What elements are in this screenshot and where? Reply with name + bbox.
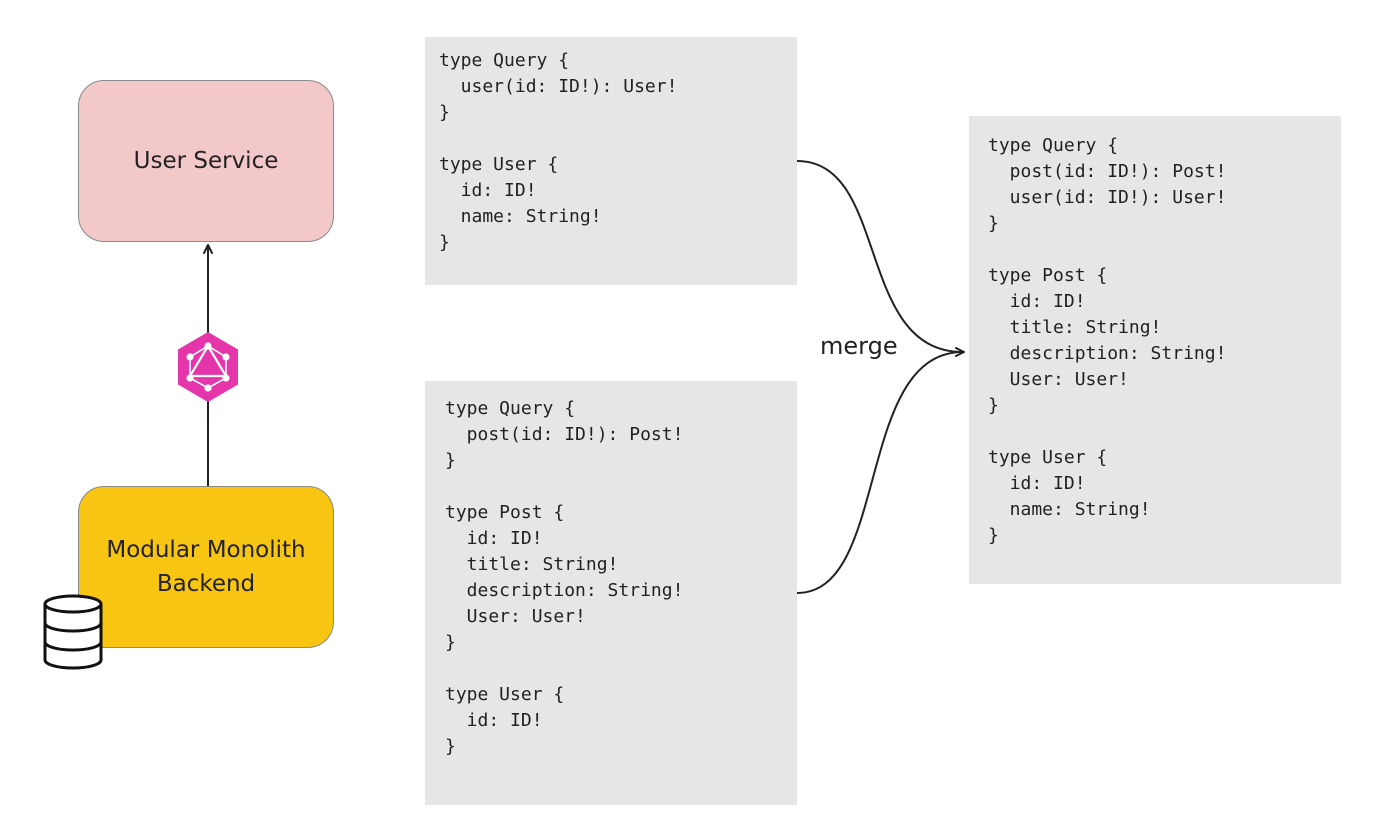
graphql-icon [178,332,238,402]
monolith-schema-block: type Query { post(id: ID!): Post! } type… [425,381,797,805]
merged-schema-block: type Query { post(id: ID!): Post! user(i… [969,116,1341,584]
user-service-schema-block: type Query { user(id: ID!): User! } type… [425,37,797,285]
user-service-node: User Service [78,80,334,242]
user-service-label: User Service [133,147,279,174]
modular-monolith-label: Modular Monolith Backend [106,536,306,598]
merge-curve-from-user-schema [796,160,965,357]
modular-monolith-node: Modular Monolith Backend [78,486,334,648]
merge-label: merge [820,332,898,360]
merge-curve-from-monolith-schema [796,351,964,594]
